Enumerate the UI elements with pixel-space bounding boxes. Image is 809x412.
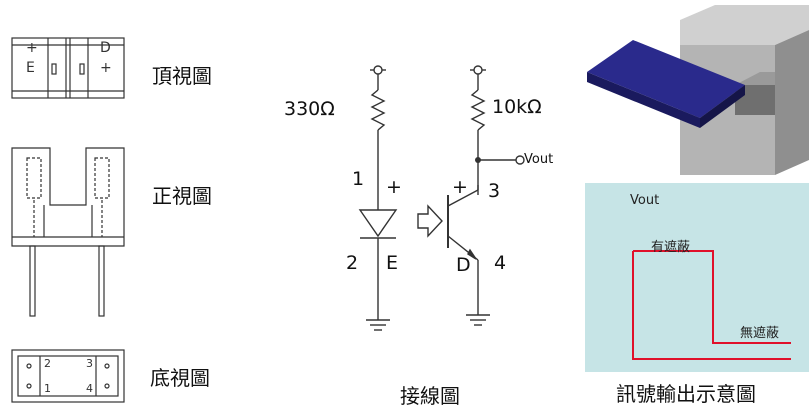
ground-right xyxy=(466,314,490,326)
signal-caption: 訊號輸出示意圖 xyxy=(616,382,756,406)
top-mark-e: E xyxy=(26,60,35,76)
bottom-view-outline xyxy=(11,349,125,403)
top-mark-plus-right: + xyxy=(100,60,112,76)
vout-terminal xyxy=(515,155,525,165)
vout-label: Vout xyxy=(524,152,554,167)
resistor-10k-label: 10kΩ xyxy=(492,96,542,118)
pin-2-label: 2 xyxy=(346,252,359,274)
resistor-330-label: 330Ω xyxy=(284,98,335,120)
top-mark-plus-left: + xyxy=(26,40,38,56)
top-mark-d: D xyxy=(100,40,111,56)
signal-axis-label: Vout xyxy=(630,193,660,208)
bottom-pin-1: 1 xyxy=(44,382,51,395)
resistor-10k xyxy=(470,89,486,131)
top-view-label: 頂視圖 xyxy=(152,64,212,88)
bottom-view-label: 底視圖 xyxy=(150,366,210,390)
diode-symbol xyxy=(358,209,398,238)
bottom-pin-3: 3 xyxy=(86,357,93,370)
bottom-pin-2: 2 xyxy=(44,357,51,370)
shield-plate xyxy=(587,40,745,118)
pin-2-name: E xyxy=(386,252,399,274)
signal-waveform xyxy=(632,250,791,360)
supply-terminal-right xyxy=(473,65,483,75)
top-view-outline xyxy=(11,37,125,99)
coupling-arrow xyxy=(417,204,443,238)
top-view-drawing xyxy=(11,37,125,403)
pin-1-sign: + xyxy=(386,176,402,198)
signal-low-label: 無遮蔽 xyxy=(740,326,780,341)
pin-3-sign: + xyxy=(452,176,468,198)
pin-4-label: 4 xyxy=(494,252,507,274)
signal-panel xyxy=(585,183,809,372)
wiring-caption: 接線圖 xyxy=(400,384,460,408)
sensor-3d-illustration xyxy=(587,5,809,175)
supply-terminal-left xyxy=(373,65,383,75)
ground-left xyxy=(366,319,390,331)
signal-high-label: 有遮蔽 xyxy=(651,240,691,255)
pin-1-label: 1 xyxy=(352,168,365,190)
front-view-label: 正視圖 xyxy=(152,184,212,208)
resistor-330 xyxy=(370,89,386,131)
bottom-pin-4: 4 xyxy=(86,382,93,395)
front-view-outline xyxy=(11,147,125,317)
vout-junction xyxy=(475,157,481,163)
circuit-diagram xyxy=(358,65,525,331)
pin-4-name: D xyxy=(456,254,471,276)
pin-3-label: 3 xyxy=(488,180,501,202)
